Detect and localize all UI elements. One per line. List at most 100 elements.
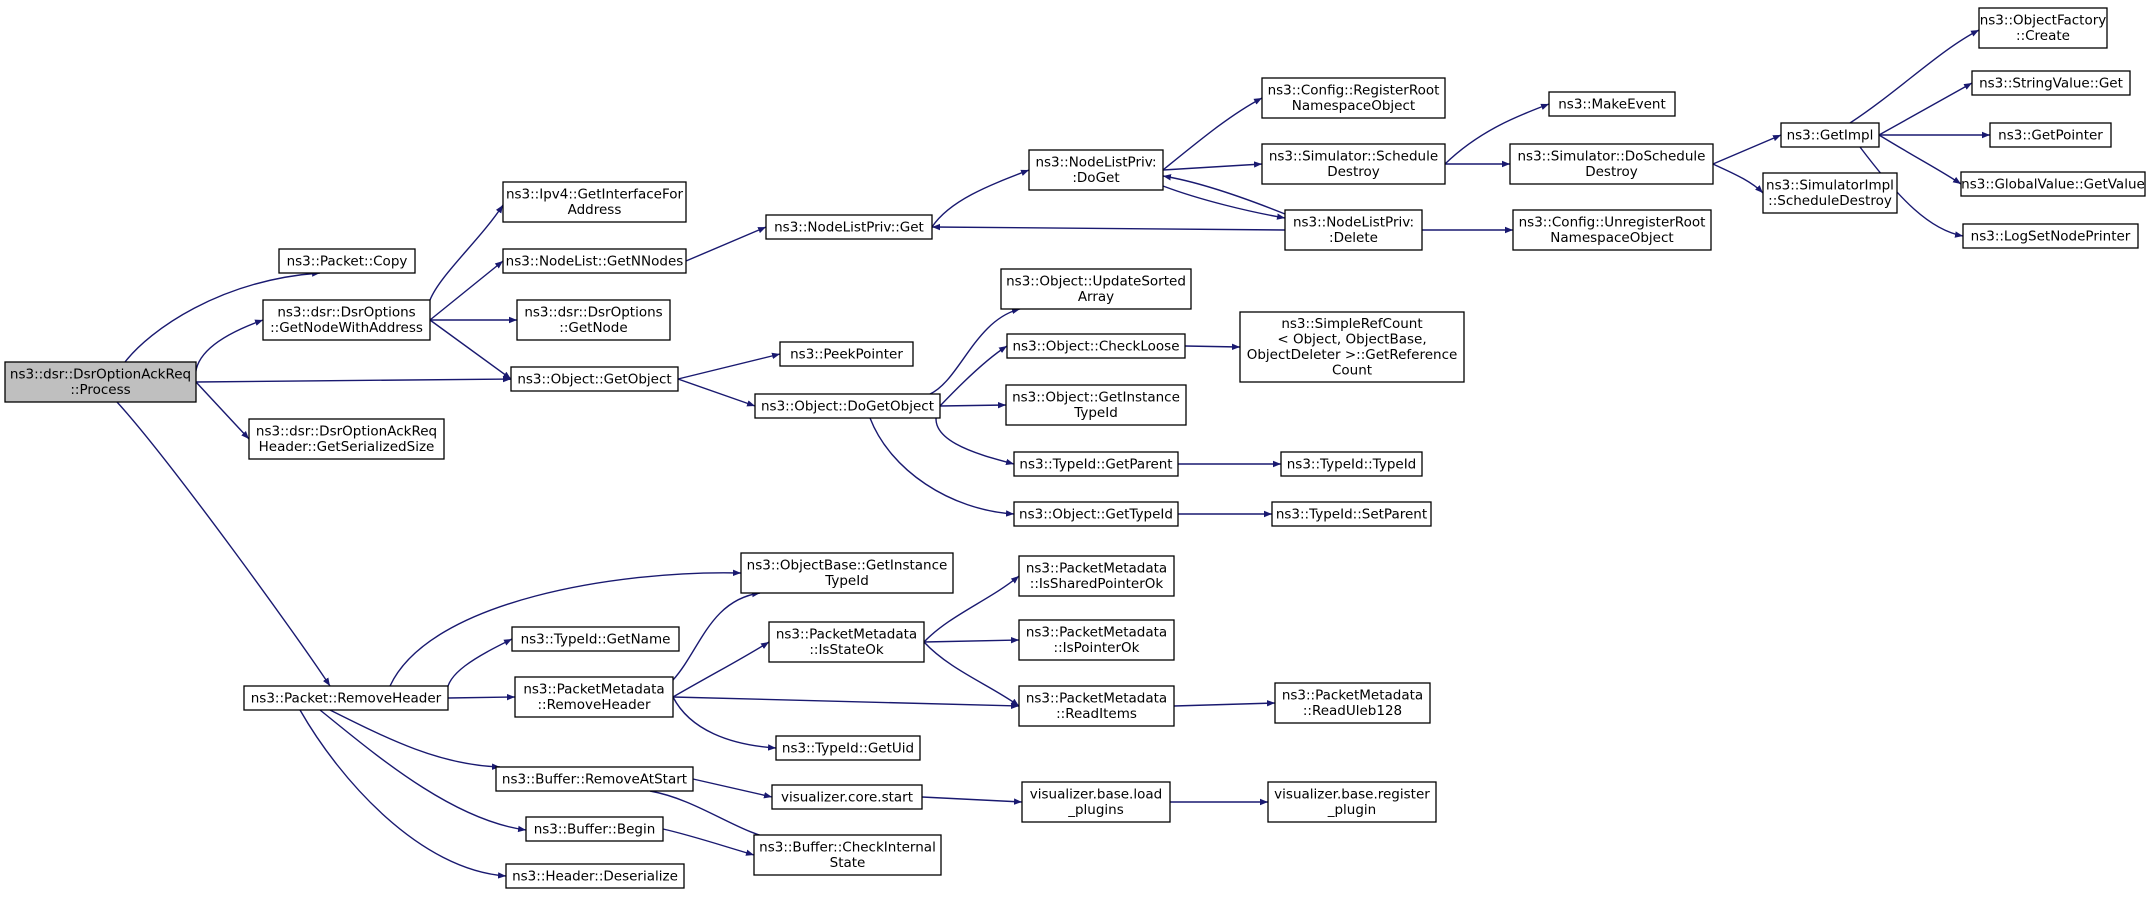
node-simplerefcount[interactable]: ns3::SimpleRefCount< Object, ObjectBase,… <box>1239 311 1465 383</box>
node-box[interactable] <box>779 341 914 367</box>
node-box[interactable] <box>516 299 671 341</box>
node-box[interactable] <box>1962 223 2139 249</box>
node-header-deserialize[interactable]: ns3::Header::Deserialize <box>505 863 685 889</box>
node-box[interactable] <box>740 552 954 594</box>
node-box[interactable] <box>4 361 197 403</box>
node-visualizer-core-start[interactable]: visualizer.core.start <box>771 784 923 810</box>
node-buffer-removeatstart[interactable]: ns3::Buffer::RemoveAtStart <box>495 766 694 792</box>
node-box[interactable] <box>525 816 664 842</box>
node-peekpointer[interactable]: ns3::PeekPointer <box>779 341 914 367</box>
node-box[interactable] <box>771 784 923 810</box>
node-packet-removeheader[interactable]: ns3::Packet::RemoveHeader <box>243 685 449 711</box>
node-box[interactable] <box>502 248 687 274</box>
node-nodelist-getnnodes[interactable]: ns3::NodeList::GetNNodes <box>502 248 687 274</box>
node-box[interactable] <box>1261 143 1446 185</box>
node-box[interactable] <box>1239 311 1465 383</box>
node-config-unregisterroot[interactable]: ns3::Config::UnregisterRootNamespaceObje… <box>1512 209 1712 251</box>
node-box[interactable] <box>1762 172 1898 214</box>
node-box[interactable] <box>495 766 694 792</box>
node-box[interactable] <box>1261 77 1446 119</box>
node-box[interactable] <box>1018 685 1175 727</box>
node-box[interactable] <box>1978 7 2108 49</box>
node-visualizer-base-register[interactable]: visualizer.base.register_plugin <box>1267 781 1437 823</box>
node-packetmetadata-issharedpointerok[interactable]: ns3::PacketMetadata::IsSharedPointerOk <box>1018 555 1175 597</box>
node-visualizer-base-load[interactable]: visualizer.base.load_plugins <box>1021 781 1171 823</box>
node-box[interactable] <box>1013 451 1179 477</box>
node-makeevent[interactable]: ns3::MakeEvent <box>1548 91 1676 117</box>
node-box[interactable] <box>1780 122 1880 148</box>
node-box[interactable] <box>1005 384 1187 426</box>
node-box[interactable] <box>1000 268 1192 310</box>
node-box[interactable] <box>1509 143 1714 185</box>
node-box[interactable] <box>243 685 449 711</box>
node-box[interactable] <box>248 418 445 460</box>
node-packetmetadata-readitems[interactable]: ns3::PacketMetadata::ReadItems <box>1018 685 1175 727</box>
node-root[interactable]: ns3::dsr::DsrOptionAckReq::Process <box>4 361 197 403</box>
node-box[interactable] <box>505 863 685 889</box>
node-packetmetadata-removeheader[interactable]: ns3::PacketMetadata::RemoveHeader <box>514 676 674 718</box>
node-box[interactable] <box>278 248 416 274</box>
node-box[interactable] <box>1274 682 1431 724</box>
node-packetmetadata-ispointerok[interactable]: ns3::PacketMetadata::IsPointerOk <box>1018 619 1175 661</box>
node-nodelistpriv-doget[interactable]: ns3::NodeListPriv::DoGet <box>1028 149 1164 191</box>
node-box[interactable] <box>510 366 679 392</box>
node-stringvalue-get[interactable]: ns3::StringValue::Get <box>1971 70 2131 96</box>
node-box[interactable] <box>1960 171 2146 197</box>
node-buffer-begin[interactable]: ns3::Buffer::Begin <box>525 816 664 842</box>
node-typeid-typeid[interactable]: ns3::TypeId::TypeId <box>1280 451 1423 477</box>
node-nodelistpriv-get[interactable]: ns3::NodeListPriv::Get <box>765 214 933 240</box>
node-box[interactable] <box>1018 555 1175 597</box>
node-simulatorimpl-scheduledestroy[interactable]: ns3::SimulatorImpl::ScheduleDestroy <box>1762 172 1898 214</box>
node-box[interactable] <box>765 214 933 240</box>
node-simulator-scheduledestroy[interactable]: ns3::Simulator::ScheduleDestroy <box>1261 143 1446 185</box>
node-typeid-setparent[interactable]: ns3::TypeId::SetParent <box>1271 501 1432 527</box>
node-box[interactable] <box>1006 333 1186 359</box>
node-box[interactable] <box>1284 209 1423 251</box>
node-box[interactable] <box>262 299 431 341</box>
node-box[interactable] <box>502 181 687 223</box>
node-box[interactable] <box>1271 501 1432 527</box>
node-getpointer[interactable]: ns3::GetPointer <box>1989 122 2112 148</box>
node-packetmetadata-isstateok[interactable]: ns3::PacketMetadata::IsStateOk <box>768 621 925 663</box>
node-box[interactable] <box>511 626 680 652</box>
node-objectfactory-create[interactable]: ns3::ObjectFactory::Create <box>1978 7 2108 49</box>
node-box[interactable] <box>1013 501 1179 527</box>
node-getnodewithaddress[interactable]: ns3::dsr::DsrOptions::GetNodeWithAddress <box>262 299 431 341</box>
node-nodelistpriv-delete[interactable]: ns3::NodeListPriv::Delete <box>1284 209 1423 251</box>
node-object-gettypeid[interactable]: ns3::Object::GetTypeId <box>1013 501 1179 527</box>
node-box[interactable] <box>768 621 925 663</box>
node-globalvalue-getvalue[interactable]: ns3::GlobalValue::GetValue <box>1960 171 2146 197</box>
node-box[interactable] <box>753 834 942 876</box>
node-typeid-getuid[interactable]: ns3::TypeId::GetUid <box>775 735 921 761</box>
node-logsetnodeprinter[interactable]: ns3::LogSetNodePrinter <box>1962 223 2139 249</box>
node-object-dogetobject[interactable]: ns3::Object::DoGetObject <box>754 393 941 419</box>
node-typeid-getname[interactable]: ns3::TypeId::GetName <box>511 626 680 652</box>
node-object-getobject[interactable]: ns3::Object::GetObject <box>510 366 679 392</box>
node-box[interactable] <box>775 735 921 761</box>
node-dsroptions-getnode[interactable]: ns3::dsr::DsrOptions::GetNode <box>516 299 671 341</box>
node-packet-copy[interactable]: ns3::Packet::Copy <box>278 248 416 274</box>
node-box[interactable] <box>1021 781 1171 823</box>
node-box[interactable] <box>1267 781 1437 823</box>
node-packetmetadata-readuleb128[interactable]: ns3::PacketMetadata::ReadUleb128 <box>1274 682 1431 724</box>
node-getimpl[interactable]: ns3::GetImpl <box>1780 122 1880 148</box>
node-box[interactable] <box>1989 122 2112 148</box>
node-box[interactable] <box>1028 149 1164 191</box>
node-box[interactable] <box>1548 91 1676 117</box>
node-box[interactable] <box>1971 70 2131 96</box>
node-box[interactable] <box>754 393 941 419</box>
node-box[interactable] <box>1280 451 1423 477</box>
node-box[interactable] <box>514 676 674 718</box>
node-typeid-getparent[interactable]: ns3::TypeId::GetParent <box>1013 451 1179 477</box>
node-object-checkloose[interactable]: ns3::Object::CheckLoose <box>1006 333 1186 359</box>
node-getserializedsize[interactable]: ns3::dsr::DsrOptionAckReqHeader::GetSeri… <box>248 418 445 460</box>
node-box[interactable] <box>1512 209 1712 251</box>
node-box[interactable] <box>1018 619 1175 661</box>
